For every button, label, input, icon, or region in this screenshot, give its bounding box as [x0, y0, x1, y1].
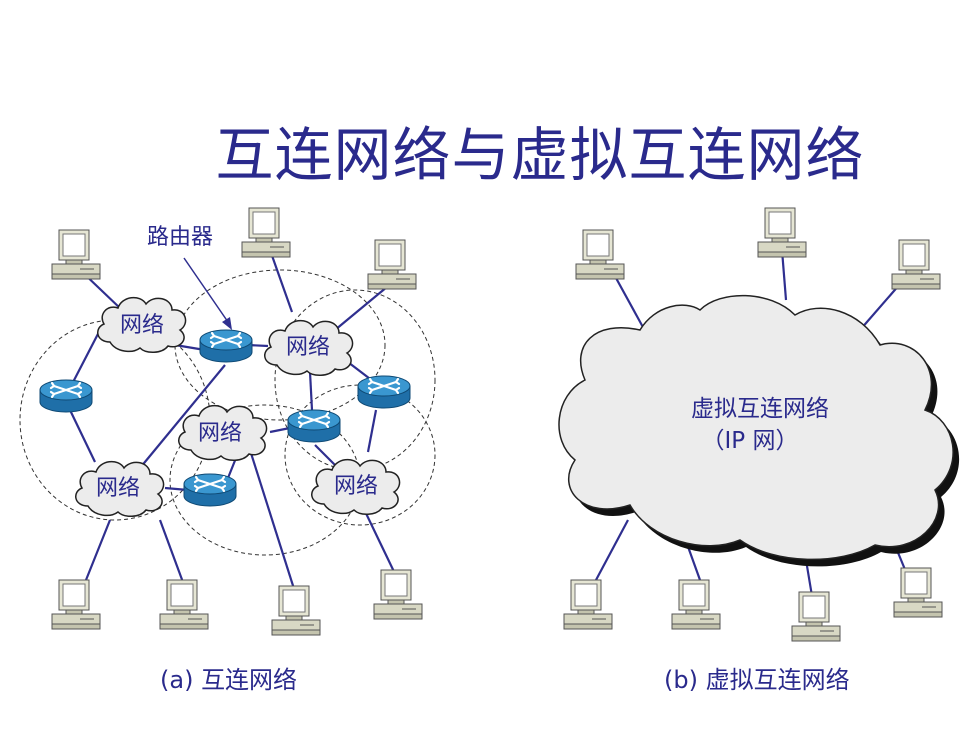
svg-text:网络: 网络: [120, 313, 164, 338]
computer-icon: [373, 569, 423, 620]
router-icon: [198, 328, 254, 364]
caption-virtual-internet: (b) 虚拟互连网络: [664, 666, 850, 694]
svg-text:网络: 网络: [96, 476, 140, 501]
virtual-internet-diagram: 虚拟互连网络 （IP 网）: [558, 207, 960, 642]
internet-diagram: 网络 网络 网络 网络 网络 路由器: [19, 207, 436, 636]
network-cloud: 网络: [75, 460, 165, 518]
computer-icon: [893, 567, 943, 618]
router-icon: [38, 378, 94, 414]
computer-icon: [159, 579, 209, 630]
computer-icon: [757, 207, 807, 258]
router-icon: [356, 374, 412, 410]
network-cloud: 网络: [178, 404, 268, 462]
svg-text:网络: 网络: [286, 335, 330, 360]
slide-title: 互连网络与虚拟互连网络: [215, 121, 865, 189]
router-callout-arrowhead: [222, 317, 232, 330]
computer-icon: [241, 207, 291, 258]
computer-icon: [367, 239, 417, 290]
computer-icon: [891, 239, 941, 290]
router-icon: [286, 408, 342, 444]
svg-text:网络: 网络: [334, 474, 378, 499]
computer-icon: [575, 229, 625, 280]
computer-icon: [563, 579, 613, 630]
router-icon: [182, 472, 238, 508]
computer-icon: [51, 229, 101, 280]
cloud-label-line2: （IP 网）: [702, 428, 799, 454]
virtual-links: [595, 249, 908, 597]
router-label: 路由器: [147, 225, 213, 250]
network-cloud: 网络: [311, 458, 401, 516]
network-cloud: 网络: [264, 319, 354, 377]
virtual-network-cloud: 虚拟互连网络 （IP 网）: [558, 294, 960, 567]
computer-icon: [671, 579, 721, 630]
computer-icon: [791, 591, 841, 642]
computer-icon: [51, 579, 101, 630]
caption-internet: (a) 互连网络: [160, 666, 298, 694]
cloud-label-line1: 虚拟互连网络: [691, 396, 829, 422]
svg-text:网络: 网络: [198, 421, 242, 446]
network-cloud: 网络: [97, 296, 187, 354]
router-callout-arrow: [183, 257, 229, 323]
computer-icon: [271, 585, 321, 636]
